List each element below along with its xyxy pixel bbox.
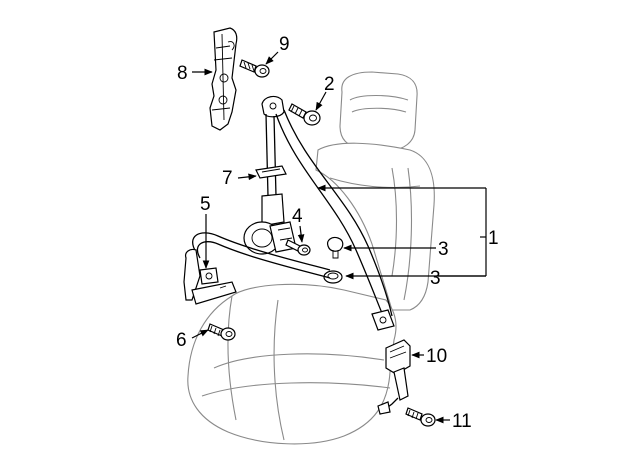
callout-1: 1 <box>488 228 499 249</box>
callout-8: 8 <box>177 63 188 84</box>
callout-6: 6 <box>176 330 187 351</box>
callout-11: 11 <box>452 411 472 432</box>
callout-5: 5 <box>200 194 211 215</box>
callouts: 1 2 3 3 4 5 6 7 8 9 10 11 <box>176 34 499 432</box>
callout-9: 9 <box>279 34 290 55</box>
buckle-part-10 <box>377 339 411 415</box>
outboard-belt-part-5 <box>183 232 331 305</box>
bolt-part-2 <box>288 103 321 126</box>
bolt-part-11 <box>405 407 436 427</box>
bolt-part-6 <box>207 323 236 341</box>
leader-lines <box>191 51 487 424</box>
bolt-part-4 <box>285 239 311 256</box>
callout-3-lower: 3 <box>430 268 441 289</box>
seat-outline <box>187 71 435 445</box>
callout-4: 4 <box>292 206 303 227</box>
callout-3-upper: 3 <box>438 239 449 260</box>
callout-10: 10 <box>426 346 447 367</box>
bolt-part-9 <box>239 59 270 78</box>
height-adjuster-part-8 <box>209 27 238 131</box>
belt-guide-part-7 <box>255 165 287 179</box>
callout-2: 2 <box>324 74 335 95</box>
belt-webbing-part-3 <box>261 95 395 331</box>
callout-7: 7 <box>222 168 233 189</box>
